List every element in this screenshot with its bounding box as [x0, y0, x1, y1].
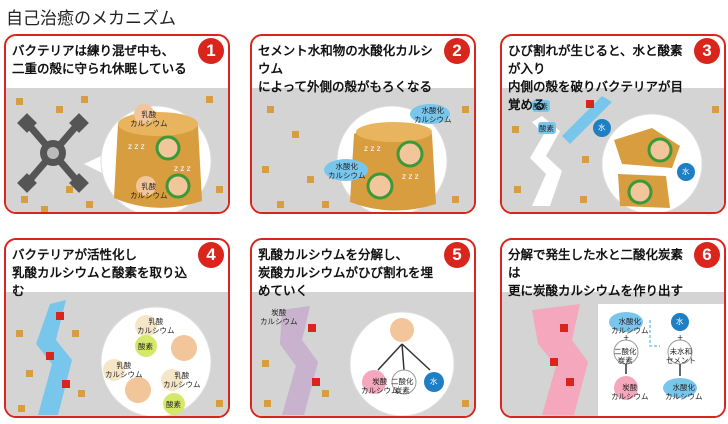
panel-2-number: 2: [444, 38, 470, 64]
oxygen-label: 酸素: [533, 102, 548, 111]
panel-5-caption: 乳酸カルシウムを分解し、 炭酸カルシウムがひび割れを埋めていく: [258, 247, 434, 298]
zzz-label: z z z: [128, 142, 145, 151]
panel-4-number: 4: [198, 242, 224, 268]
water-label-2: 水: [682, 167, 690, 176]
water-label: 水: [598, 123, 606, 132]
oxygen-label-2: 酸素: [166, 400, 181, 409]
lactate-label: 乳酸 カルシウム: [137, 317, 175, 335]
panel-5-number: 5: [444, 242, 470, 268]
carbonate-output-label: 炭酸 カルシウム: [361, 377, 399, 395]
hydroxide-label-2: 水酸化 カルシウム: [328, 162, 366, 180]
panel-5-scene: [252, 292, 474, 416]
panel-1-caption: バクテリアは練り混ぜ中も、 二重の殻に守られ休眠している: [12, 43, 187, 76]
lactate-label-2: 乳酸 カルシウム: [130, 182, 168, 200]
cement-label: 未水和 セメント: [666, 347, 696, 365]
panel-3-caption: ひび割れが生じると、水と酸素が入り 内側の殻を破りバクテリアが目覚める: [508, 43, 684, 112]
panel-6-number: 6: [694, 242, 720, 268]
lactate-label-2: 乳酸 カルシウム: [163, 371, 201, 389]
panel-5: 乳酸カルシウムを分解し、 炭酸カルシウムがひび割れを埋めていく 5 炭酸 カルシ…: [250, 238, 476, 418]
panel-3-number: 3: [694, 38, 720, 64]
zzz-label-2: z z z: [402, 172, 419, 181]
plus-label-2: +: [677, 333, 684, 342]
panel-1: バクテリアは練り混ぜ中も、 二重の殻に守られ休眠している 1 乳酸 カルシウム …: [4, 34, 230, 214]
panel-2-caption: セメント水和物の水酸化カルシウム によって外側の殻がもろくなる: [258, 43, 433, 94]
water-label: 水: [676, 317, 684, 326]
panel-4-scene: [6, 292, 228, 416]
page-title: 自己治癒のメカニズム: [6, 9, 176, 29]
panel-3-scene: [502, 88, 724, 212]
carbonate-label: 炭酸 カルシウム: [611, 383, 649, 401]
oxygen-label-2: 酸素: [539, 124, 554, 133]
water-output-label: 水: [430, 377, 438, 386]
panel-6: 分解で発生した水と二酸化炭素は 更に炭酸カルシウムを作り出す 6 水酸化 カルシ…: [500, 238, 726, 418]
zzz-label: z z z: [364, 144, 381, 153]
panel-6-scene: [502, 292, 724, 416]
plus-label: +: [623, 333, 630, 342]
zzz-label-2: z z z: [174, 164, 191, 173]
hydroxide-label: 水酸化 カルシウム: [414, 106, 452, 124]
panel-4-caption: バクテリアが活性化し 乳酸カルシウムと酸素を取り込む: [12, 247, 188, 298]
oxygen-label: 酸素: [138, 342, 153, 351]
panel-1-scene: [6, 88, 228, 212]
panel-3: ひび割れが生じると、水と酸素が入り 内側の殻を破りバクテリアが目覚める 3 酸素…: [500, 34, 726, 214]
carbonate-label: 炭酸 カルシウム: [260, 308, 298, 326]
panel-6-caption: 分解で発生した水と二酸化炭素は 更に炭酸カルシウムを作り出す: [508, 247, 684, 298]
lactate-label-3: 乳酸 カルシウム: [105, 361, 143, 379]
co2-label: 二酸化 炭素: [614, 347, 637, 365]
lactate-label: 乳酸 カルシウム: [130, 110, 168, 128]
hydroxide-label: 水酸化 カルシウム: [611, 317, 649, 335]
panel-2-scene: [252, 88, 474, 212]
hydroxide-label-2: 水酸化 カルシウム: [665, 383, 703, 401]
panel-2: セメント水和物の水酸化カルシウム によって外側の殻がもろくなる 2 水酸化 カル…: [250, 34, 476, 214]
co2-output-label: 二酸化 炭素: [391, 377, 414, 395]
panel-1-number: 1: [198, 38, 224, 64]
panel-4: バクテリアが活性化し 乳酸カルシウムと酸素を取り込む 4 乳酸 カルシウム 酸素…: [4, 238, 230, 418]
